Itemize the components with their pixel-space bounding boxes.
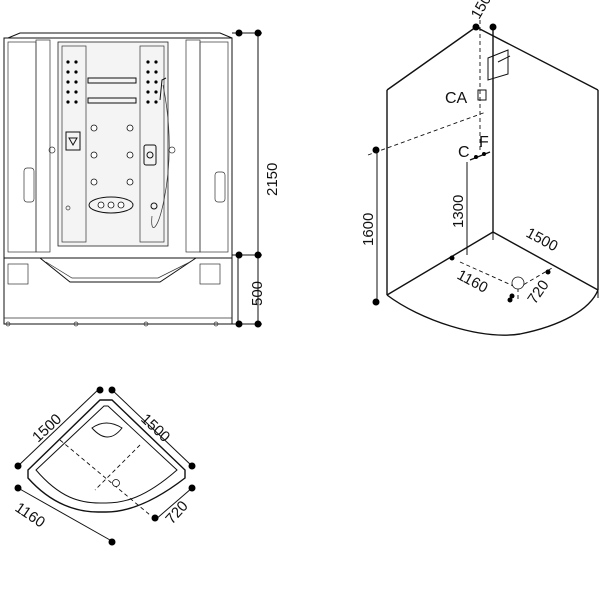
plan-label-1160: 1160 (12, 499, 48, 531)
iso-label-720: 720 (524, 277, 552, 307)
front-tray-feet (5, 321, 219, 327)
iso-label-1300: 1300 (450, 195, 467, 228)
front-shelf-lower (87, 97, 137, 104)
front-roof (7, 32, 233, 39)
iso-wall-top-right (475, 26, 599, 91)
iso-view: 150 CA C F 1600 1300 1500 1160 720 (360, 0, 599, 336)
front-mixer (143, 144, 157, 166)
plan-dim-left (17, 387, 101, 467)
front-shelf-upper (87, 77, 137, 84)
plan-view: 1500 1500 1160 720 (12, 386, 196, 546)
iso-drain-guide-a (459, 261, 519, 289)
front-center-jets (90, 124, 134, 186)
iso-floor-left (386, 231, 494, 296)
front-control-box (65, 131, 81, 151)
front-right-post (185, 39, 201, 253)
iso-label-1600: 1600 (360, 213, 377, 246)
iso-drain (511, 276, 525, 290)
front-nozzles-right (146, 60, 158, 104)
plan-dim-bottom-left (17, 487, 111, 541)
plan-dim-right (109, 387, 193, 467)
front-left-handle (23, 167, 35, 203)
plan-guide-b (94, 444, 141, 491)
front-left-knob (48, 146, 56, 154)
iso-cf-pipe (469, 151, 491, 161)
front-control-triangle (68, 137, 78, 147)
front-tray-curve-inner (45, 261, 191, 279)
front-view: 2150 500 (3, 29, 281, 328)
plan-dim-bottom-right (154, 487, 193, 521)
plan-label-1500-right: 1500 (137, 410, 173, 445)
front-right-handle (214, 171, 226, 203)
front-tray (3, 257, 233, 325)
front-drain-small (65, 205, 71, 211)
iso-wall-top-left (386, 26, 477, 91)
plan-label-1500-left: 1500 (29, 411, 65, 446)
front-left-post (35, 39, 51, 253)
iso-outlet-box (487, 49, 509, 81)
iso-label-150: 150 (468, 0, 495, 22)
iso-label-f: F (479, 134, 489, 151)
iso-ca-valve (477, 89, 487, 101)
front-shower-hose (151, 84, 170, 228)
front-tray-left-box (7, 263, 29, 285)
front-dimensions (232, 29, 262, 328)
iso-label-1500: 1500 (523, 225, 560, 256)
front-tray-right-box (199, 263, 221, 285)
front-nozzles-left (66, 60, 78, 104)
front-right-knob (168, 146, 176, 154)
iso-outlet-pipe (497, 55, 511, 63)
plan-label-720: 720 (162, 498, 191, 528)
iso-floor-right (492, 231, 599, 291)
iso-floor-arc (386, 289, 599, 336)
plan-outer (27, 399, 186, 513)
front-central-panel (57, 41, 169, 247)
front-tray-curve (39, 257, 197, 283)
front-right-glass (199, 41, 229, 253)
plan-inner (35, 405, 178, 504)
dim-tray-height: 500 (249, 281, 266, 306)
iso-label-1160: 1160 (454, 267, 490, 297)
front-panel-right-strip (139, 45, 165, 243)
plan-drain (112, 479, 120, 487)
iso-label-ca: CA (445, 90, 468, 107)
front-shower-holder (159, 77, 167, 101)
front-left-glass (7, 41, 37, 253)
front-panel-left-strip (61, 45, 87, 243)
iso-label-c: C (458, 144, 470, 161)
dim-total-height: 2150 (264, 163, 281, 196)
front-shower-head (150, 202, 158, 210)
plan-seat (91, 422, 123, 438)
front-mixer-knob (146, 151, 154, 159)
plan-guide-a (59, 439, 151, 516)
front-foot-pad (88, 196, 134, 214)
